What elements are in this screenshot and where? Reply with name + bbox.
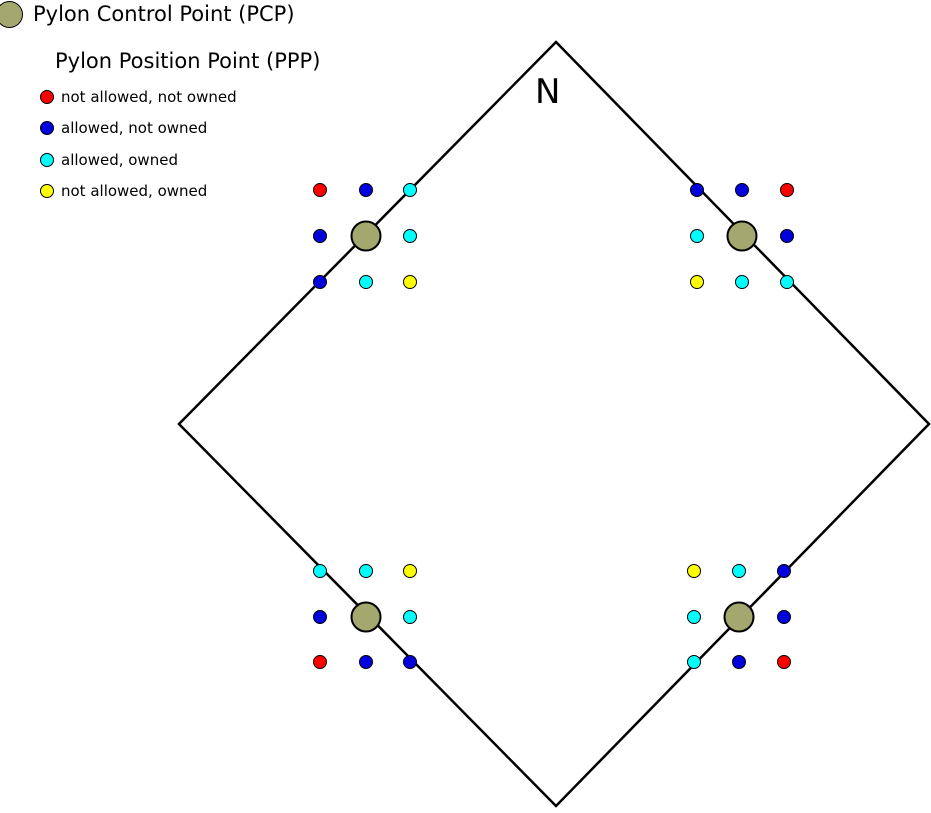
- pcp-circle-icon: [0, 0, 23, 28]
- ppp-dot-blue: [359, 183, 373, 197]
- pcp-dot: [350, 220, 382, 252]
- ppp-dot-cyan: [687, 655, 701, 669]
- legend-ppp-title: Pylon Position Point (PPP): [55, 49, 321, 73]
- ppp-dot-cyan: [359, 275, 373, 289]
- legend-item-yellow: not allowed, owned: [40, 181, 207, 201]
- ppp-dot-blue: [313, 275, 327, 289]
- legend-item-label: allowed, not owned: [61, 119, 208, 137]
- ppp-dot-blue: [780, 229, 794, 243]
- ppp-dot-yellow: [690, 275, 704, 289]
- ppp-dot-blue: [777, 610, 791, 624]
- ppp-dot-red: [777, 655, 791, 669]
- legend-item-cyan: allowed, owned: [40, 150, 178, 170]
- ppp-dot-blue: [313, 229, 327, 243]
- ppp-dot-cyan: [687, 610, 701, 624]
- legend-item-label: not allowed, not owned: [61, 88, 237, 106]
- blue-dot-icon: [40, 121, 54, 135]
- course-diamond-outline: [177, 40, 931, 808]
- pcp-dot: [350, 601, 382, 633]
- red-dot-icon: [40, 90, 54, 104]
- pcp-dot: [726, 220, 758, 252]
- ppp-dot-blue: [313, 610, 327, 624]
- ppp-dot-cyan: [735, 275, 749, 289]
- ppp-dot-blue: [359, 655, 373, 669]
- ppp-dot-blue: [777, 564, 791, 578]
- legend-pcp-row: Pylon Control Point (PCP): [0, 0, 295, 28]
- ppp-dot-cyan: [313, 564, 327, 578]
- ppp-dot-blue: [735, 183, 749, 197]
- ppp-dot-cyan: [732, 564, 746, 578]
- legend-item-label: not allowed, owned: [61, 182, 208, 200]
- ppp-dot-yellow: [403, 275, 417, 289]
- yellow-dot-icon: [40, 184, 54, 198]
- legend-item-red: not allowed, not owned: [40, 87, 237, 107]
- ppp-dot-cyan: [780, 275, 794, 289]
- ppp-dot-yellow: [403, 564, 417, 578]
- ppp-dot-blue: [403, 655, 417, 669]
- ppp-dot-cyan: [403, 610, 417, 624]
- ppp-dot-red: [313, 183, 327, 197]
- ppp-dot-cyan: [359, 564, 373, 578]
- legend-pcp-title: Pylon Control Point (PCP): [33, 2, 295, 26]
- legend-item-label: allowed, owned: [61, 151, 178, 169]
- cyan-dot-icon: [40, 153, 54, 167]
- ppp-dot-blue: [732, 655, 746, 669]
- legend-item-blue: allowed, not owned: [40, 118, 207, 138]
- ppp-dot-cyan: [690, 229, 704, 243]
- ppp-dot-blue: [690, 183, 704, 197]
- ppp-dot-yellow: [687, 564, 701, 578]
- ppp-dot-red: [780, 183, 794, 197]
- ppp-dot-cyan: [403, 183, 417, 197]
- pcp-dot: [723, 601, 755, 633]
- ppp-dot-cyan: [403, 229, 417, 243]
- north-label: N: [535, 72, 561, 112]
- ppp-dot-red: [313, 655, 327, 669]
